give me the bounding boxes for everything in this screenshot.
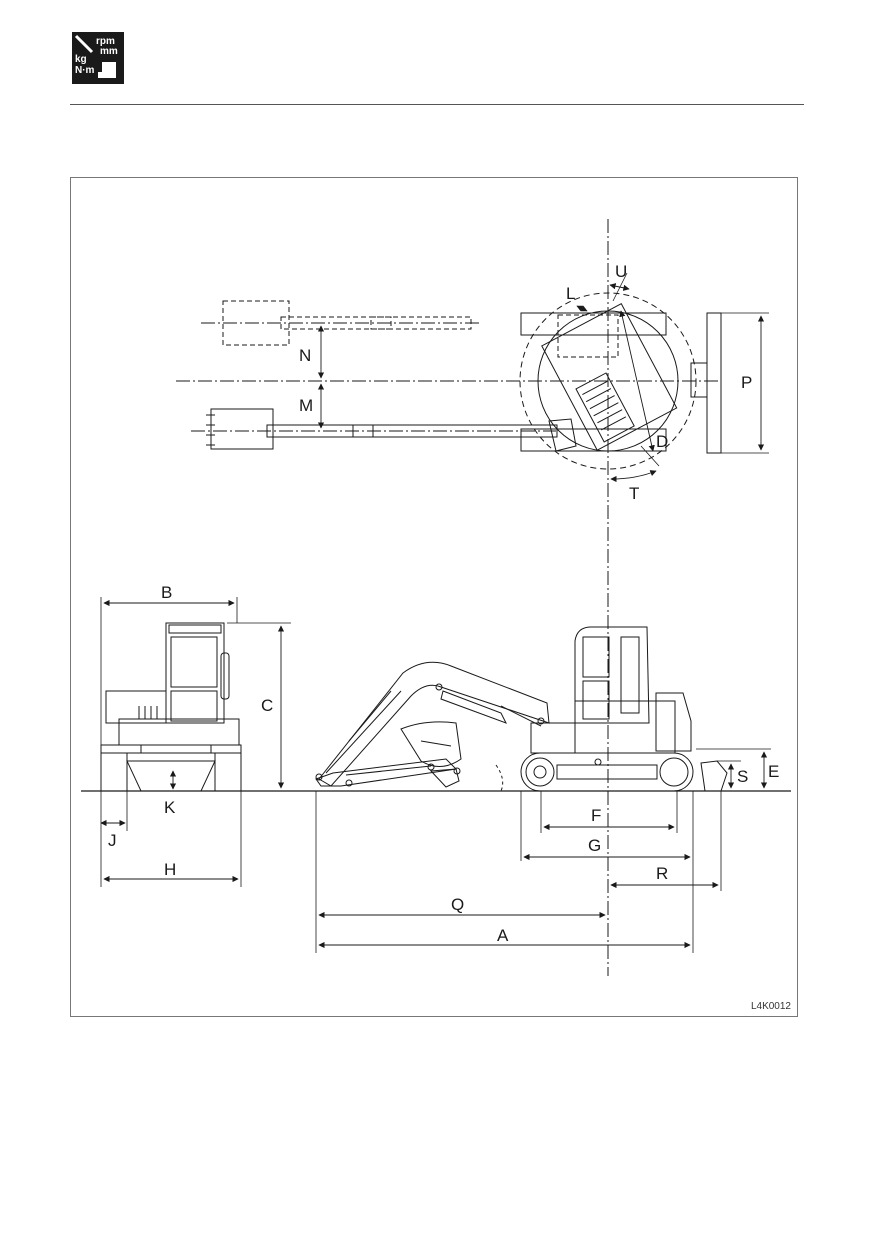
label-c: C [261, 696, 273, 715]
label-b: B [161, 583, 172, 602]
figure-code: L4K0012 [750, 1001, 791, 1012]
label-a: A [497, 926, 509, 945]
label-k: K [164, 798, 176, 817]
label-d: D [656, 432, 668, 451]
header-rule [70, 104, 804, 105]
label-t: T [629, 484, 639, 503]
label-s: S [737, 767, 748, 786]
label-n: N [299, 346, 311, 365]
svg-text:N·m: N·m [75, 65, 95, 76]
label-j: J [108, 831, 117, 850]
svg-text:kg: kg [75, 54, 87, 65]
dimension-figure: B C K J H F G R Q A S E P N M L U D T L4… [70, 177, 798, 1017]
label-l: L [566, 284, 575, 303]
label-m: M [299, 396, 313, 415]
excavator-drawing: B C K J H F G R Q A S E P N M L U D T [81, 219, 791, 976]
label-f: F [591, 806, 601, 825]
label-q: Q [451, 895, 464, 914]
svg-text:mm: mm [100, 46, 118, 57]
svg-text:rpm: rpm [96, 36, 115, 47]
label-r: R [656, 864, 668, 883]
spec-units-icon: rpm mm kg N·m [72, 32, 124, 84]
label-h: H [164, 860, 176, 879]
label-u: U [615, 262, 627, 281]
label-e: E [768, 762, 779, 781]
label-g: G [588, 836, 601, 855]
label-p: P [741, 373, 752, 392]
